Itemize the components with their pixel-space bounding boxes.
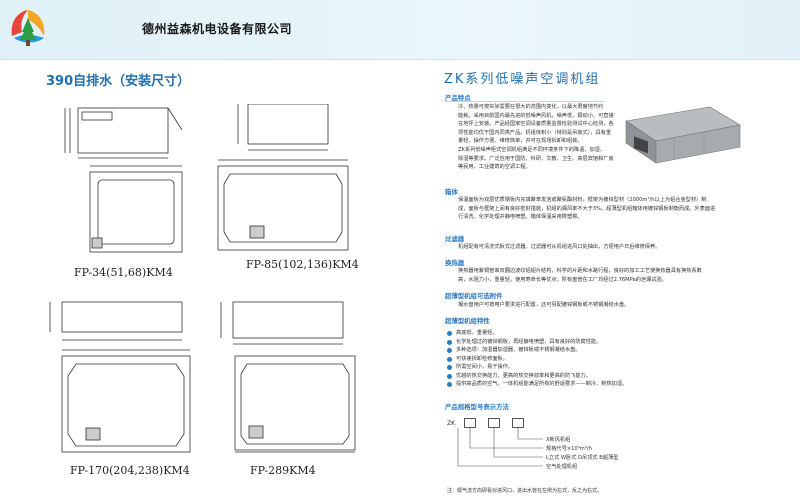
drawing-fp289 — [205, 300, 365, 460]
drawing-fp170 — [40, 300, 200, 460]
bullet-icon — [447, 382, 452, 387]
drawing-fp85 — [208, 104, 358, 256]
filter-paragraph: 机组配有可清洗式板式过滤器。过滤器可从机组进风口处抽出，方便用户日后维修保养。 — [458, 244, 661, 250]
bullet-icon — [447, 339, 452, 345]
options-paragraph: 凝水盘用户可按用户要求进行配置，还可另配镀锌钢板或不锈钢凝结水盘。 — [458, 302, 630, 308]
list-item: 多种选项：加湿器加湿器、镀锌板或不锈钢凝结水盘。 — [447, 346, 747, 355]
features-paragraph: 冷、热量可按实际需要在很大的范围内变化，以最大限度地节约 能耗。采用目前国内最先… — [458, 104, 614, 171]
model-legend-new-air: X新风机组 — [546, 437, 571, 443]
section-ultra-thin: 超薄型机组特性 — [445, 317, 490, 325]
section-model: 产品规格型号表示方法 — [445, 403, 509, 411]
list-item: 优越的热交换能力，更高的热交换效率和更高的防飞能力。 — [447, 372, 747, 381]
section-options: 超薄型机组可选附件 — [445, 292, 503, 300]
model-prefix: ZK — [447, 420, 456, 427]
air-handling-unit-image — [625, 106, 741, 164]
model-legend-unit: 空气处理机组 — [546, 464, 578, 470]
caption-fp85: FP-85(102,136)KM4 — [246, 258, 359, 271]
list-item: 化学处理过的镀锌钢板，再经静电喷塑，具有良好的防腐性能。 — [447, 338, 747, 347]
feature-bullet-list: 高底低，重量轻。 化学处理过的镀锌钢板，再经静电喷塑，具有良好的防腐性能。 多种… — [447, 329, 747, 389]
section-features: 产品特点 — [445, 94, 471, 102]
section-casing: 箱体 — [445, 188, 458, 196]
caption-fp34: FP-34(51,68)KM4 — [74, 266, 173, 279]
model-box-size — [488, 418, 500, 428]
left-page-title: 390自排水（安装尺寸） — [46, 74, 191, 89]
bullet-icon — [447, 331, 452, 336]
section-filter: 过滤器 — [445, 235, 465, 243]
bullet-icon — [447, 348, 452, 353]
header-band: 德州益森机电设备有限公司 — [0, 0, 800, 60]
section-coil: 换热器 — [445, 259, 465, 267]
company-logo-icon — [11, 10, 45, 46]
list-item: 提供高品质的空气，一体机组能满足所有的舒适要求——制冷、制热加湿。 — [447, 380, 747, 389]
section-divider — [445, 101, 605, 102]
company-name: 德州益森机电设备有限公司 — [142, 22, 293, 36]
model-box-type — [464, 418, 476, 428]
casing-paragraph: 保温面板为双层优质钢板内充填聚苯发泡或聚氨酯材料，框架为镀锌型材（2000m³/… — [458, 197, 716, 221]
model-legend-form: L立式 W卧式 D吊顶式 B超薄型 — [546, 455, 619, 461]
caption-fp170: FP-170(204,238)KM4 — [70, 464, 190, 477]
list-item: 所需空间小，易于操作。 — [447, 363, 747, 372]
coil-paragraph: 换热器用紫铜管串双翻边波纹铝翅片结构，科学的片距和水路行程，良好的加工工艺使换热… — [458, 268, 702, 283]
right-page-title: ZK系列低噪声空调机组 — [444, 72, 601, 87]
bullet-icon — [447, 373, 452, 379]
footnote: 注：顺气流方向即看对进风口，进出水管在左侧为左式，反之为右式。 — [447, 488, 603, 494]
drawing-fp34 — [60, 100, 200, 265]
caption-fp289: FP-289KM4 — [250, 464, 316, 477]
bullet-icon — [447, 356, 452, 362]
model-box-form — [512, 418, 524, 428]
bullet-icon — [447, 365, 452, 370]
list-item: 可快速拆卸检修面板。 — [447, 355, 747, 364]
list-item: 高底低，重量轻。 — [447, 329, 747, 338]
model-leader-lines — [457, 428, 543, 467]
model-legend-size: 规格代号×10³m³/h — [546, 446, 592, 452]
